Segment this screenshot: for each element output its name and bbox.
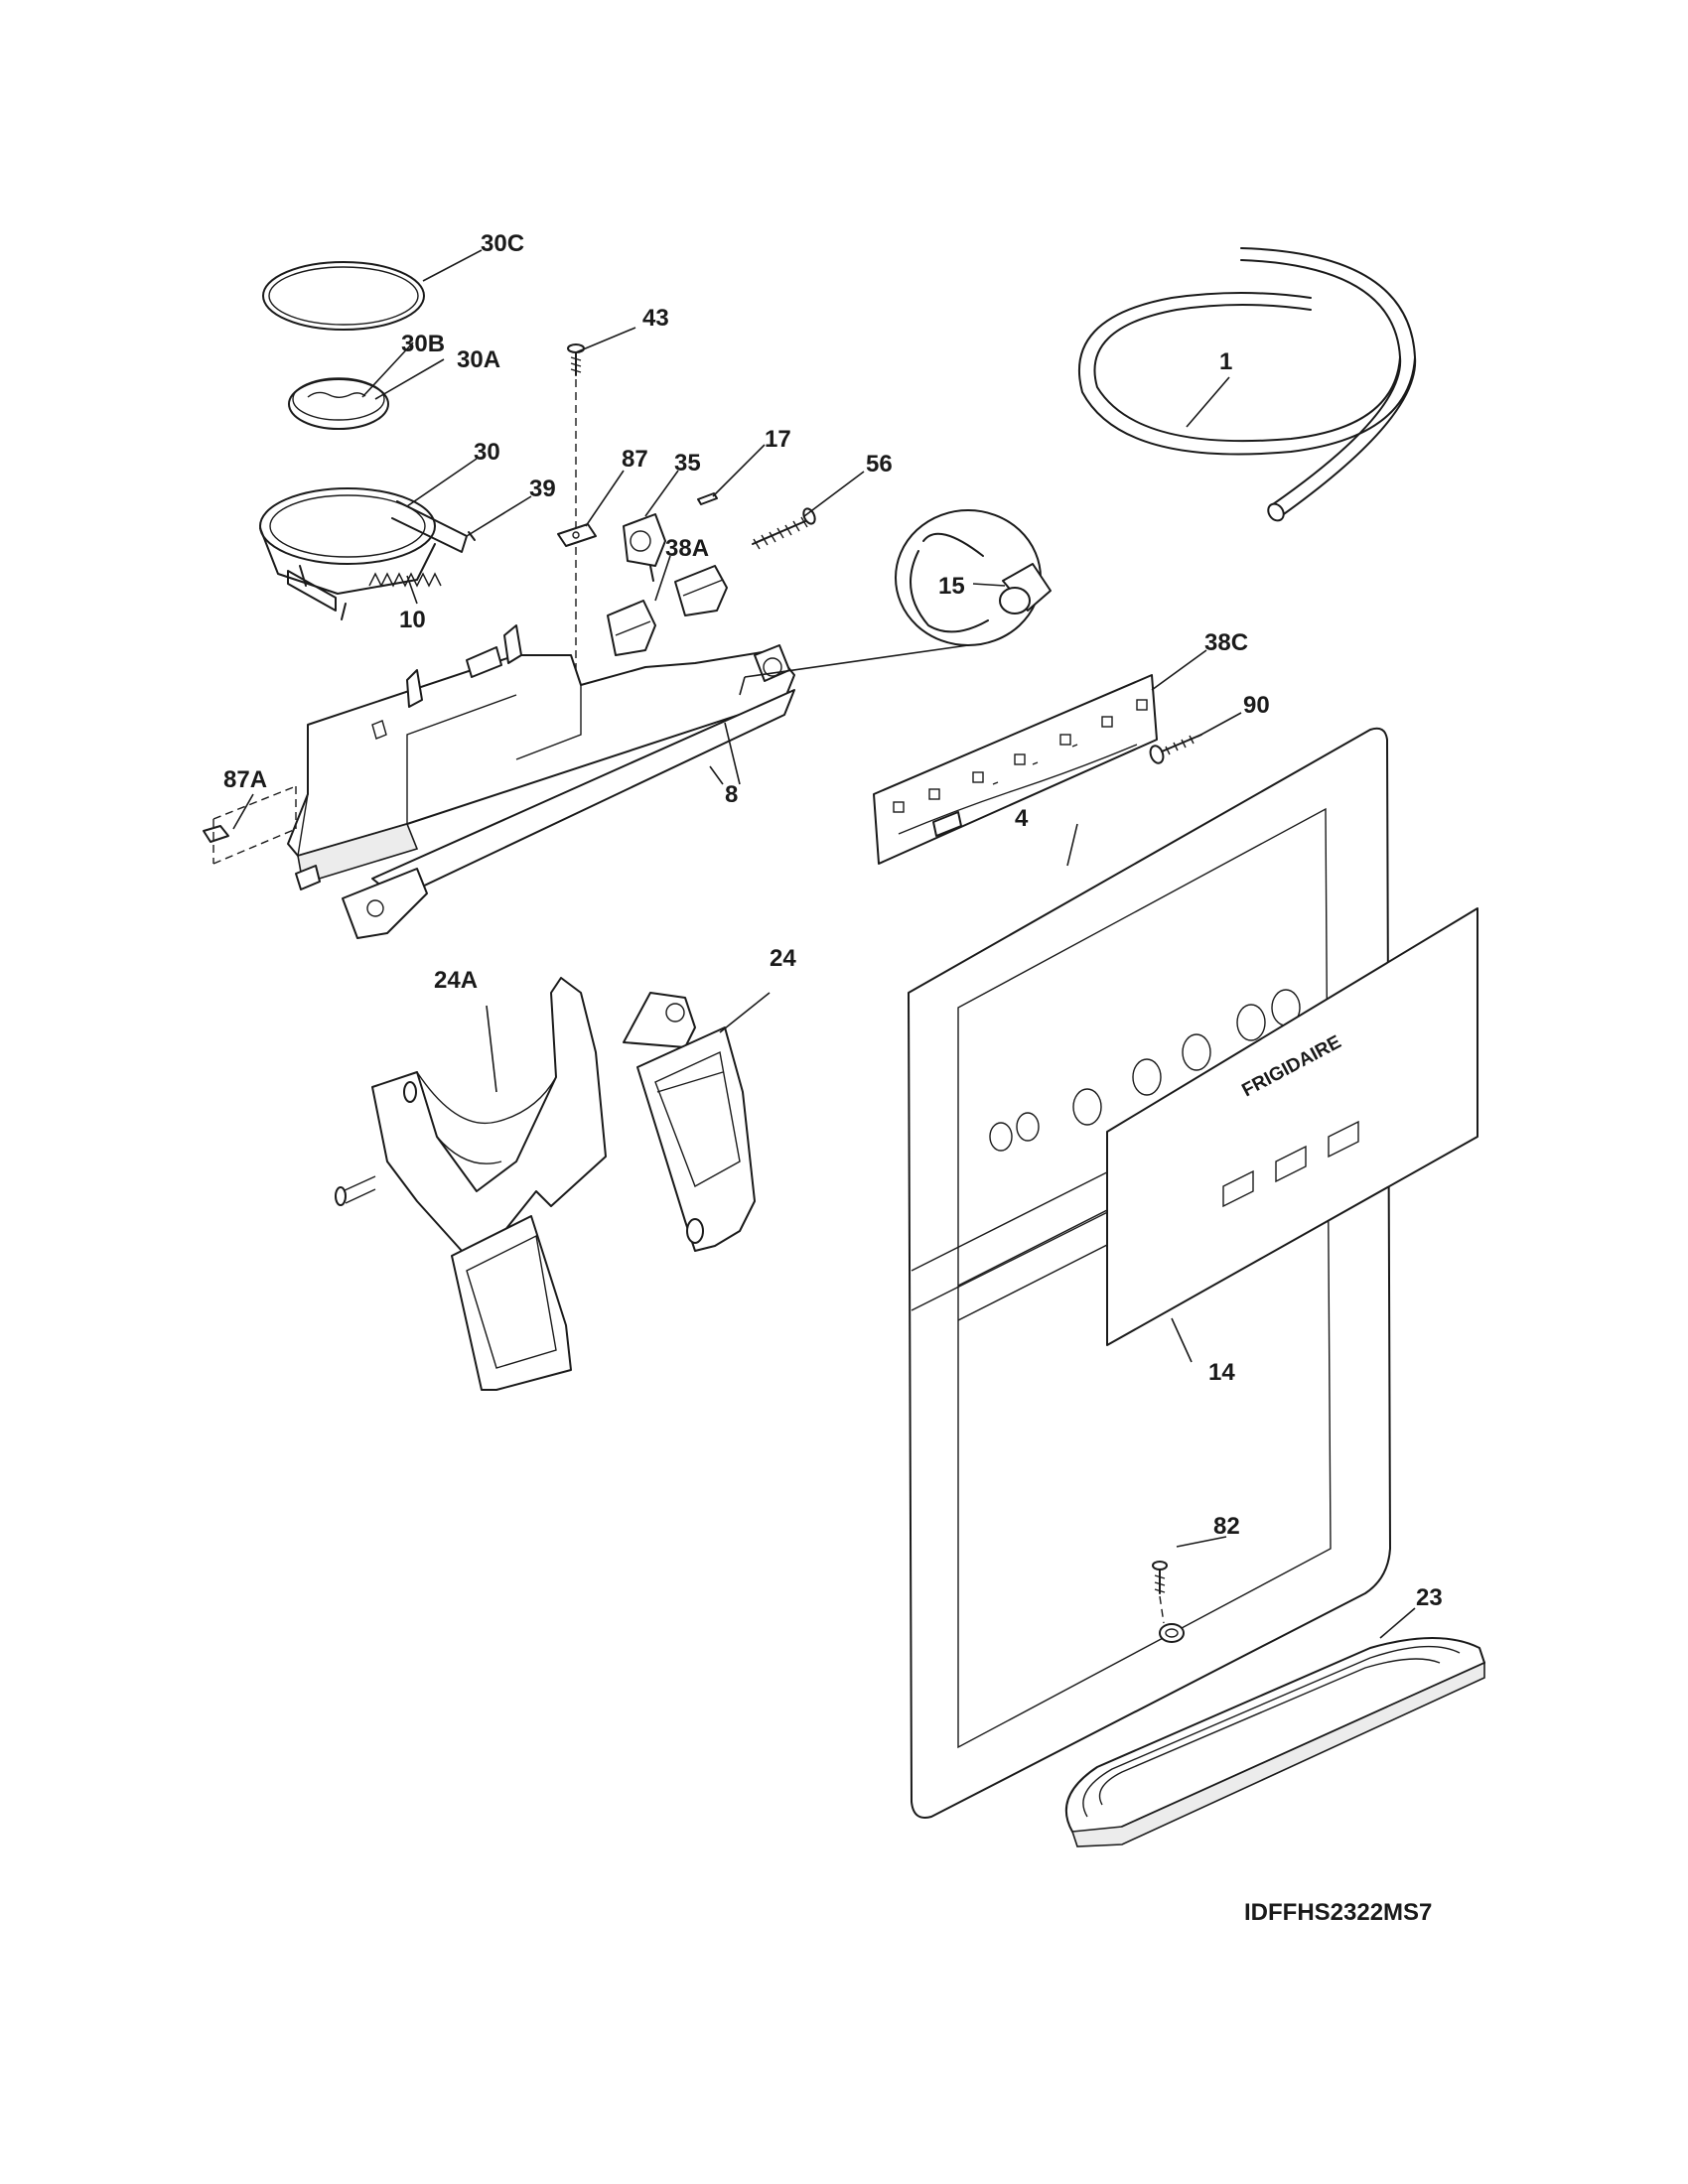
part-15-lamp-detail <box>739 509 1052 696</box>
part-30a-filter-cap <box>288 377 389 430</box>
part-8-dispenser-housing <box>287 624 795 939</box>
part-1-water-tubing <box>1077 247 1417 522</box>
callout-24a: 24A <box>434 967 478 994</box>
callout-38c: 38C <box>1204 629 1248 656</box>
callout-15: 15 <box>938 573 965 600</box>
callout-87: 87 <box>622 446 648 473</box>
callout-30: 30 <box>474 439 500 466</box>
callout-4: 4 <box>1015 805 1029 832</box>
part-10-spring <box>368 572 442 588</box>
part-17-screw <box>697 492 718 505</box>
part-23-drip-tray <box>1064 1637 1485 1847</box>
callout-87a: 87A <box>223 766 267 793</box>
callout-23: 23 <box>1416 1584 1443 1611</box>
callout-35: 35 <box>674 450 701 477</box>
callout-82: 82 <box>1213 1513 1240 1540</box>
part-87-bracket <box>557 523 597 547</box>
callout-14: 14 <box>1208 1359 1235 1386</box>
callout-43: 43 <box>642 305 669 332</box>
callout-56: 56 <box>866 451 893 478</box>
callout-24: 24 <box>770 945 796 972</box>
part-30c-gasket-ring <box>262 261 425 331</box>
callout-1: 1 <box>1219 348 1232 375</box>
part-35-solenoid <box>623 513 666 582</box>
part-38c-control-board <box>873 674 1158 865</box>
part-82-screw <box>1152 1561 1168 1624</box>
board-switch-pads <box>893 699 1148 813</box>
callout-8: 8 <box>725 781 738 808</box>
callout-labels: 30C 30B 30A 30 39 10 43 87 35 17 56 38A … <box>223 230 1443 1611</box>
callout-90: 90 <box>1243 692 1270 719</box>
overlay-buttons <box>1222 1120 1359 1208</box>
leader-lines <box>232 249 1416 1639</box>
callout-30b: 30B <box>401 331 445 357</box>
part-43-screw <box>567 343 585 695</box>
part-38a-microswitches <box>607 565 728 656</box>
part-30-flap-assembly <box>259 487 476 620</box>
callout-30a: 30A <box>457 346 500 373</box>
callout-39: 39 <box>529 476 556 502</box>
part-90-screw <box>1149 734 1202 764</box>
callout-38a: 38A <box>665 535 709 562</box>
part-24-lever-paddle <box>623 992 756 1252</box>
part-24a-chute-assembly <box>335 977 607 1391</box>
part-87a-clip <box>203 785 297 865</box>
part-56-screw <box>752 507 816 550</box>
callout-17: 17 <box>765 426 791 453</box>
callout-30c: 30C <box>481 230 524 257</box>
callout-10: 10 <box>399 607 426 633</box>
faceplate-button-recesses <box>989 989 1301 1152</box>
document-id: IDFFHS2322MS7 <box>1244 1899 1432 1926</box>
part-14-overlay: FRIGIDAIRE <box>1106 907 1478 1346</box>
